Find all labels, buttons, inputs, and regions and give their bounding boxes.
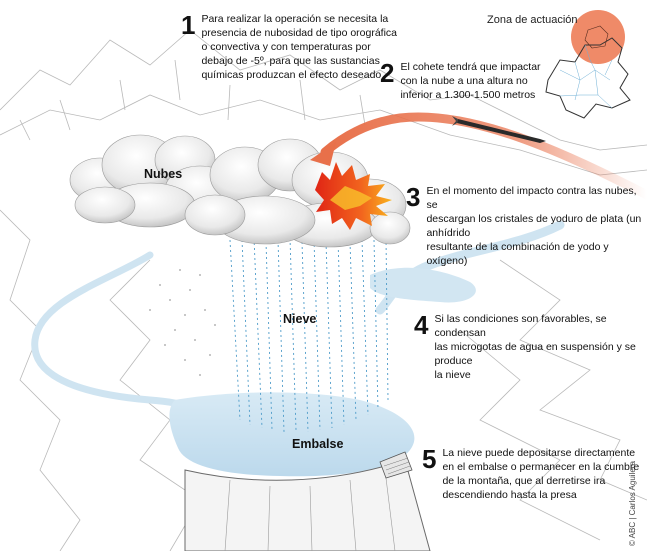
step-number: 4 <box>414 310 429 340</box>
lake <box>370 267 476 303</box>
rocket-trajectory <box>320 112 647 200</box>
step-3: 3 En el momento del impacto contra las n… <box>406 184 647 268</box>
credit: © ABC | Carlos Aguilera <box>628 461 637 546</box>
precipitation-streaks <box>229 237 389 433</box>
river <box>31 251 198 424</box>
snow-particles <box>149 269 216 376</box>
step-text: En el momento del impacto contra las nub… <box>426 185 642 267</box>
step-number: 1 <box>181 10 196 40</box>
trajectory-arrowhead <box>310 142 336 166</box>
rocket <box>452 116 546 143</box>
step-number: 3 <box>406 182 421 212</box>
zone-map-title: Zona de actuación <box>487 14 578 26</box>
step-text: Si las condiciones son favorables, se co… <box>434 313 636 381</box>
clouds-label: Nubes <box>144 167 183 181</box>
step-5: 5 La nieve puede depositarse directament… <box>422 446 639 502</box>
reservoir <box>169 392 415 477</box>
step-1: 1 Para realizar la operación se necesita… <box>181 12 397 82</box>
reservoir-label: Embalse <box>292 437 344 451</box>
step-4: 4 Si las condiciones son favorables, se … <box>414 312 647 382</box>
zone-map <box>545 10 631 119</box>
step-text: Para realizar la operación se necesita l… <box>201 13 398 81</box>
step-number: 2 <box>380 58 395 88</box>
step-text: La nieve puede depositarse directamente … <box>442 447 640 501</box>
cloud-left <box>69 134 236 228</box>
step-2: 2 El cohete tendrá que impactar con la n… <box>380 60 541 102</box>
snow-label: Nieve <box>283 312 317 326</box>
step-number: 5 <box>422 444 437 474</box>
dam <box>184 451 431 551</box>
step-text: El cohete tendrá que impactar con la nub… <box>400 61 541 101</box>
impact-burst <box>315 162 392 230</box>
